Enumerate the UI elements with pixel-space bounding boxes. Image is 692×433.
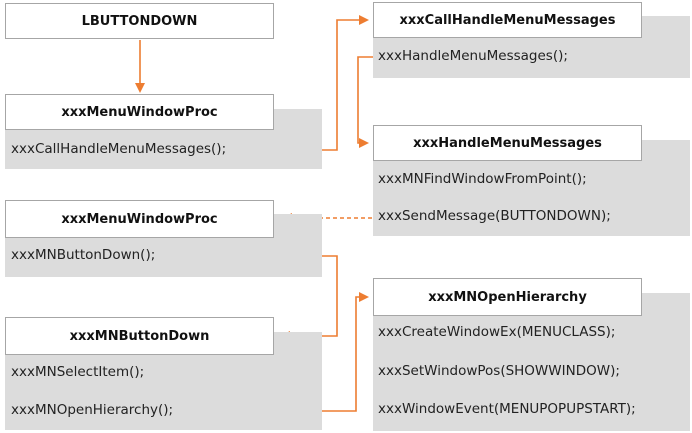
arrow-openhierarchy [322, 292, 369, 412]
code-line: xxxSendMessage(BUTTONDOWN); [378, 208, 611, 224]
block-title-menu-proc-2: xxxMenuWindowProc [5, 200, 274, 238]
block-title-open-hierarchy: xxxMNOpenHierarchy [373, 278, 642, 316]
code-line: xxxMNFindWindowFromPoint(); [378, 171, 587, 187]
block-body-open-hierarchy [373, 293, 690, 431]
arrow-call-to-callhandle [322, 15, 369, 151]
arrow-handle-to-handlemsgs [357, 56, 374, 148]
block-title-menu-proc-1: xxxMenuWindowProc [5, 94, 274, 130]
code-line: xxxWindowEvent(MENUPOPUPSTART); [378, 401, 636, 417]
block-title-handle-msgs: xxxHandleMenuMessages [373, 125, 642, 161]
code-line: xxxCallHandleMenuMessages(); [11, 141, 227, 157]
block-title-call-handle: xxxCallHandleMenuMessages [373, 2, 642, 38]
code-line: xxxCreateWindowEx(MENUCLASS); [378, 324, 616, 340]
code-line: xxxHandleMenuMessages(); [378, 48, 568, 64]
code-line: xxxMNSelectItem(); [11, 364, 145, 380]
block-title-button-down: xxxMNButtonDown [5, 317, 274, 355]
code-line: xxxMNButtonDown(); [11, 247, 156, 263]
code-line: xxxSetWindowPos(SHOWWINDOW); [378, 363, 620, 379]
code-line: xxxMNOpenHierarchy(); [11, 402, 174, 418]
block-title-lbuttondown: LBUTTONDOWN [5, 3, 274, 39]
